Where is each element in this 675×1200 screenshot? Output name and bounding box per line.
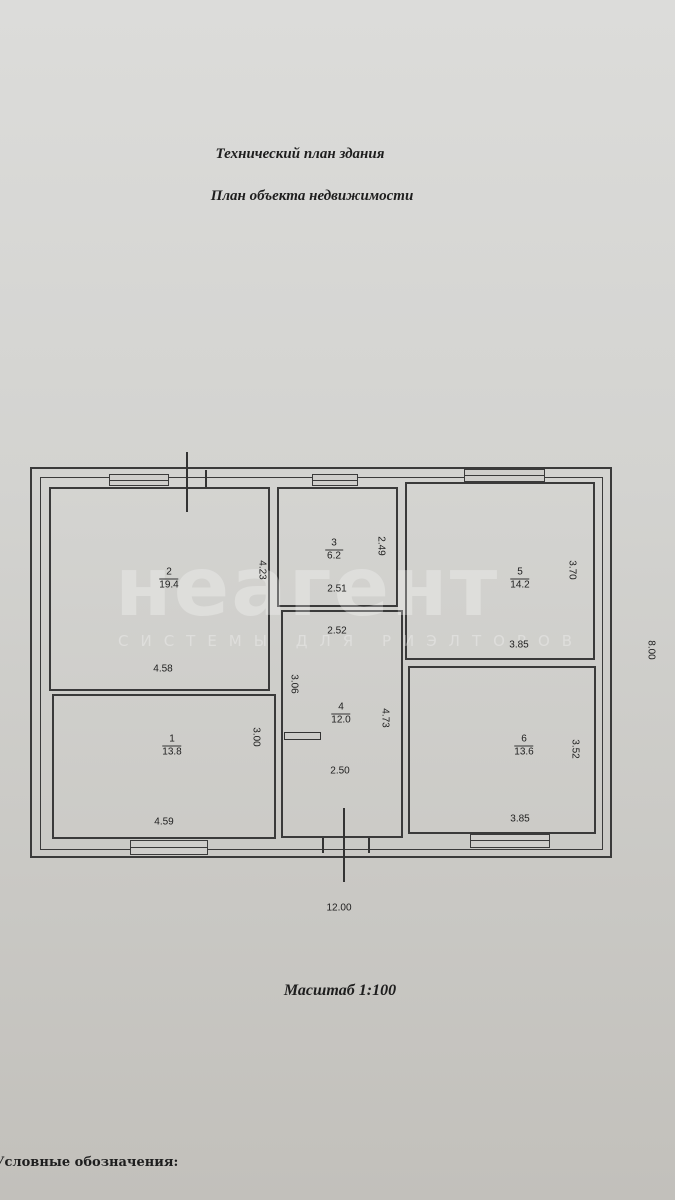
outer-wall <box>30 467 612 858</box>
room-5-height: 3.70 <box>566 560 578 580</box>
overall-height: 8.00 <box>645 640 657 660</box>
room-4-width-top: 2.52 <box>327 625 347 637</box>
watermark-tagline: СИСТЕМЫ ДЛЯ РИЭЛТОРОВ <box>118 632 585 650</box>
room-4 <box>281 610 403 838</box>
room-5 <box>405 482 595 660</box>
room-1-height: 3.00 <box>250 727 262 747</box>
window <box>109 474 169 486</box>
window <box>470 834 550 848</box>
room-2-width: 4.58 <box>153 663 173 675</box>
watermark-logo: неагент <box>115 540 500 635</box>
window <box>464 469 545 482</box>
door-marker <box>186 452 188 512</box>
room-3-width: 2.51 <box>327 583 347 595</box>
document-title: Технический план здания <box>215 146 385 162</box>
document-subtitle: План объекта недвижимости <box>210 188 414 204</box>
room-6-height: 3.52 <box>569 739 581 759</box>
room-1-width: 4.59 <box>154 816 174 828</box>
door-jamb <box>368 838 370 853</box>
legend-heading: Условные обозначения: <box>0 1155 179 1170</box>
window <box>312 474 358 486</box>
room-2-height: 4.23 <box>256 560 268 580</box>
door-jamb <box>205 470 207 487</box>
room-3 <box>277 487 398 607</box>
door-jamb <box>322 838 324 853</box>
room-6 <box>408 666 596 834</box>
window <box>130 840 208 855</box>
partition <box>284 732 321 740</box>
room-4-width: 2.50 <box>330 765 350 777</box>
overall-width: 12.00 <box>326 902 352 914</box>
room-2 <box>49 487 270 691</box>
door-marker <box>343 808 345 882</box>
room-1 <box>52 694 276 839</box>
room-6-width: 3.85 <box>510 813 530 825</box>
room-4-height-left: 3.06 <box>288 674 300 694</box>
room-5-width: 3.85 <box>509 639 529 651</box>
room-3-height: 2.49 <box>375 536 387 556</box>
room-4-height: 4.73 <box>379 708 391 728</box>
scale-label: Масштаб 1:100 <box>283 982 397 999</box>
